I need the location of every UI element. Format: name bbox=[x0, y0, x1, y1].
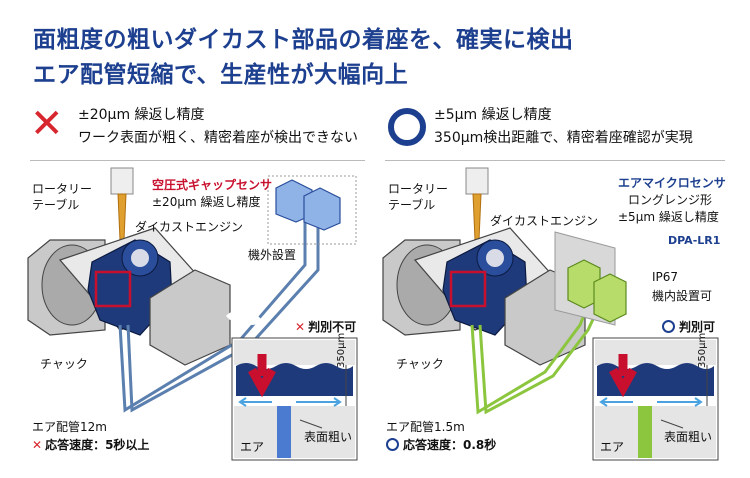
right-sensor-sub: ロングレンジ形 bbox=[628, 193, 713, 207]
right-judge: 判別可 bbox=[662, 318, 715, 335]
left-gap-label: 350µm bbox=[336, 332, 347, 368]
small-circle-icon bbox=[386, 438, 399, 451]
right-detail-nozzle bbox=[638, 406, 652, 458]
right-feature: 350µm検出距離で、精密着座確認が実現 bbox=[434, 130, 693, 146]
left-sensor-name: 空圧式ギャップセンサ bbox=[152, 178, 273, 192]
right-install-label: 機内設置可 bbox=[652, 289, 713, 303]
judge-circle-icon bbox=[662, 320, 675, 333]
left-issue: ワーク表面が粗く、精密着座が検出できない bbox=[78, 130, 358, 146]
left-judge-text: 判別不可 bbox=[308, 320, 357, 334]
right-sensor-b bbox=[593, 273, 627, 323]
right-airflow-arrowheads bbox=[599, 397, 703, 407]
cross-mark-icon: ✕ bbox=[30, 101, 64, 147]
right-pipe-label: エア配管1.5m bbox=[386, 420, 465, 434]
right-drill-holder bbox=[465, 167, 489, 195]
left-outside-frame bbox=[267, 175, 357, 245]
right-model: DPA-LR1 bbox=[668, 234, 721, 247]
right-spec: ±5µm 繰返し精度 bbox=[434, 107, 552, 123]
left-response: ✕応答速度：5秒以上 bbox=[32, 436, 149, 453]
left-rough-leader bbox=[299, 419, 323, 429]
right-divider bbox=[385, 160, 725, 161]
right-rough-label: 表面粗い bbox=[664, 430, 713, 444]
left-spec: ±20µm 繰返し精度 bbox=[78, 107, 205, 123]
left-rotary-label-2: テーブル bbox=[32, 198, 80, 212]
left-sensor-b bbox=[303, 187, 341, 231]
headline-line1: 面粗度の粗いダイカスト部品の着座を、確実に検出 bbox=[33, 27, 574, 53]
right-down-arrow bbox=[609, 354, 637, 398]
left-drill-bit bbox=[117, 193, 127, 241]
right-judge-text: 判別可 bbox=[679, 320, 716, 334]
left-air-label: エア bbox=[240, 440, 265, 454]
left-judge: ✕判別不可 bbox=[295, 318, 356, 335]
right-response: 応答速度：0.8秒 bbox=[386, 436, 496, 453]
right-detail-nozzle-block bbox=[595, 406, 716, 458]
left-divider bbox=[30, 160, 365, 161]
right-response-text: 応答速度：0.8秒 bbox=[403, 438, 497, 452]
right-gap-label: 350µm bbox=[697, 332, 708, 368]
right-workpiece-bore bbox=[486, 249, 504, 267]
left-response-text: 応答速度：5秒以上 bbox=[45, 438, 150, 452]
left-sensor-spec: ±20µm 繰返し精度 bbox=[152, 195, 261, 209]
left-rough-label: 表面粗い bbox=[304, 430, 353, 444]
left-pipe-label: エア配管12m bbox=[32, 420, 107, 434]
right-pipe-2 bbox=[478, 299, 604, 415]
left-install-label: 機外設置 bbox=[248, 248, 297, 262]
small-cross-icon: ✕ bbox=[32, 438, 43, 452]
right-rotary-label-2: テーブル bbox=[388, 198, 436, 212]
left-down-arrow bbox=[248, 354, 276, 398]
left-engine-label: ダイカストエンジン bbox=[135, 220, 244, 234]
left-detail-top bbox=[234, 340, 355, 365]
left-detail-nozzle-block bbox=[234, 406, 355, 458]
judge-cross-icon: ✕ bbox=[295, 320, 306, 334]
left-chuck-label: チャック bbox=[40, 357, 88, 371]
right-drill-bit bbox=[472, 193, 482, 241]
right-detect-area bbox=[449, 270, 487, 308]
right-sensor-spec: ±5µm 繰返し精度 bbox=[618, 210, 719, 224]
right-rough-leader bbox=[660, 419, 684, 429]
left-detect-area bbox=[94, 270, 132, 308]
headline-line2: エア配管短縮で、生産性が大幅向上 bbox=[33, 62, 409, 88]
right-ip-label: IP67 bbox=[652, 270, 679, 284]
right-engine-label: ダイカストエンジン bbox=[490, 214, 599, 228]
right-detail-top bbox=[595, 340, 716, 365]
left-detail-nozzle bbox=[277, 406, 291, 458]
left-workpiece-bore bbox=[131, 249, 149, 267]
circle-mark-icon bbox=[388, 108, 426, 146]
right-chuck-label: チャック bbox=[396, 357, 444, 371]
left-rotary-label-1: ロータリー bbox=[32, 182, 93, 196]
right-rotary-label-1: ロータリー bbox=[388, 182, 449, 196]
right-sensor-name: エアマイクロセンサ bbox=[618, 176, 726, 190]
left-pipe-break bbox=[225, 311, 263, 325]
left-airflow-arrowheads bbox=[238, 397, 342, 407]
left-drill-holder bbox=[110, 167, 134, 195]
right-air-label: エア bbox=[600, 440, 625, 454]
